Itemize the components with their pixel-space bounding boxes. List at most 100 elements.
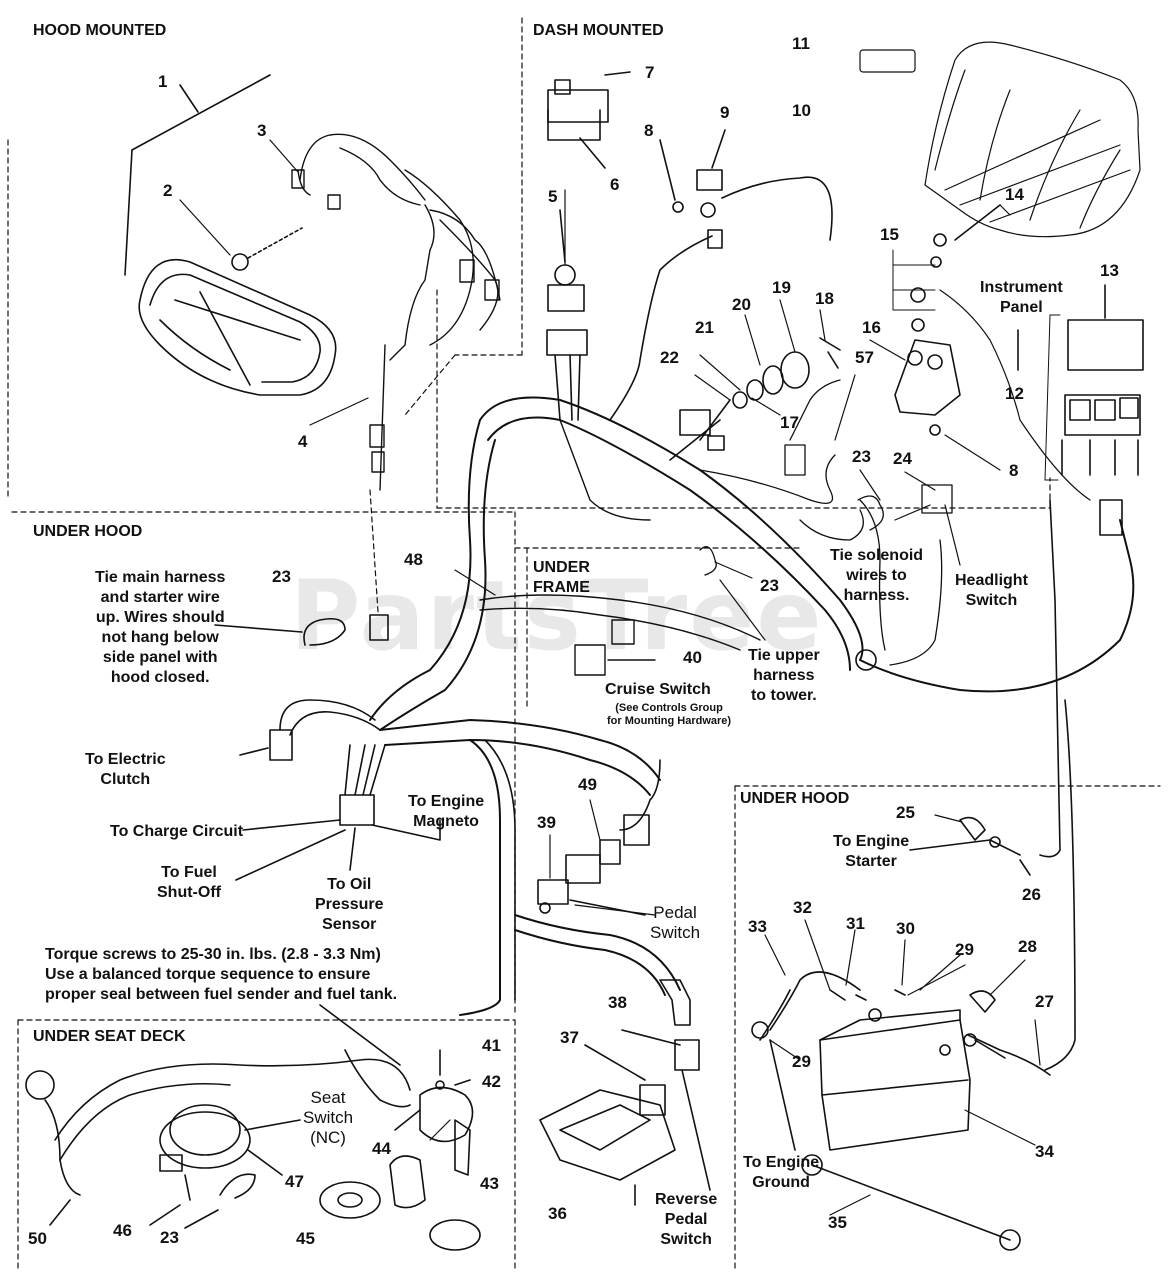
- interlock-switch: [609, 129, 833, 421]
- watermark: PartsTree: [290, 560, 824, 672]
- note-cruise-hardware: (See Controls Group for Mounting Hardwar…: [607, 702, 732, 727]
- part-number-9: 9: [720, 103, 730, 122]
- part-number-43: 43: [480, 1174, 499, 1193]
- part-number-37: 37: [560, 1028, 579, 1047]
- part-number-30: 30: [896, 919, 915, 938]
- part-number-8b: 8: [1009, 461, 1019, 480]
- part-number-29b: 29: [792, 1052, 811, 1071]
- part-number-49: 49: [578, 775, 597, 794]
- main-harness: [369, 396, 1135, 1016]
- part-number-44: 44: [372, 1139, 391, 1158]
- part-number-19: 19: [772, 278, 791, 297]
- part-number-22: 22: [660, 348, 679, 367]
- headlight-housing: [138, 227, 337, 396]
- battery-area: [751, 499, 1076, 1251]
- part-number-38: 38: [608, 993, 627, 1012]
- part-number-23d: 23: [160, 1228, 179, 1247]
- part-number-42: 42: [482, 1072, 501, 1091]
- cruise-branch: [479, 594, 761, 676]
- part-number-15: 15: [880, 225, 899, 244]
- hood-harness: [291, 133, 501, 491]
- section-under-frame: UNDER FRAME: [533, 559, 590, 596]
- section-under-hood-left: UNDER HOOD: [33, 523, 143, 540]
- leader-lines: [179, 139, 1041, 1216]
- under-seat-deck: [25, 1004, 481, 1251]
- part-number-40: 40: [683, 648, 702, 667]
- part-number-33: 33: [748, 917, 767, 936]
- label-to-fuel-shutoff: To Fuel Shut-Off: [157, 864, 221, 901]
- part-number-28: 28: [1018, 937, 1037, 956]
- instrument-panel: [1017, 284, 1144, 536]
- label-seat-switch: Seat Switch (NC): [303, 1088, 354, 1147]
- part-number-24: 24: [893, 449, 912, 468]
- label-cruise-switch: Cruise Switch: [605, 681, 711, 698]
- part-number-25: 25: [896, 803, 915, 822]
- label-headlight-switch: Headlight Switch: [955, 572, 1028, 609]
- label-tie-upper-harness: Tie upper harness to tower.: [748, 647, 820, 704]
- part-number-14: 14: [1005, 185, 1024, 204]
- label-to-oil-pressure-sensor: To Oil Pressure Sensor: [315, 876, 384, 933]
- part-number-1: 1: [158, 72, 168, 91]
- part-number-35: 35: [828, 1213, 847, 1232]
- part-number-27: 27: [1035, 992, 1054, 1011]
- part-number-45: 45: [296, 1229, 315, 1248]
- part-number-23c: 23: [760, 576, 779, 595]
- part-number-39: 39: [537, 813, 556, 832]
- ignition-parts: [669, 337, 841, 461]
- part-number-20: 20: [732, 295, 751, 314]
- part-number-32: 32: [793, 898, 812, 917]
- part-number-21: 21: [695, 318, 714, 337]
- part-number-18: 18: [815, 289, 834, 308]
- part-number-31: 31: [846, 914, 865, 933]
- label-to-electric-clutch: To Electric Clutch: [85, 751, 166, 788]
- section-under-seat-deck: UNDER SEAT DECK: [33, 1028, 186, 1045]
- label-instrument-panel: Instrument Panel: [980, 279, 1063, 316]
- part-number-29a: 29: [955, 940, 974, 959]
- label-reverse-pedal-switch: Reverse Pedal Switch: [655, 1191, 718, 1248]
- section-dash-mounted: DASH MOUNTED: [533, 22, 664, 39]
- label-to-engine-ground: To Engine Ground: [743, 1154, 820, 1191]
- part-number-2: 2: [163, 181, 173, 200]
- part-number-7: 7: [645, 63, 655, 82]
- item1-bracket: [124, 74, 271, 276]
- part-number-48: 48: [404, 550, 423, 569]
- section-hood-mounted: HOOD MOUNTED: [33, 22, 167, 39]
- label-tie-solenoid-wires: Tie solenoid wires to harness.: [830, 547, 924, 604]
- dash-wires: [699, 379, 953, 666]
- label-to-engine-magneto: To Engine Magneto: [408, 793, 485, 830]
- part-number-4: 4: [298, 432, 308, 451]
- part-number-3: 3: [257, 121, 267, 140]
- pto-switch: [546, 209, 588, 421]
- dash-panel: [859, 41, 1141, 238]
- section-under-hood-right: UNDER HOOD: [740, 790, 850, 807]
- label-pedal-switch: Pedal Switch: [650, 903, 701, 942]
- under-hood-left: [214, 614, 441, 881]
- part-number-23b: 23: [852, 447, 871, 466]
- reverse-switch: [539, 1029, 711, 1206]
- key-switch: [547, 71, 631, 169]
- part-number-11: 11: [792, 34, 810, 53]
- part-number-8a: 8: [644, 121, 654, 140]
- label-to-charge-circuit: To Charge Circuit: [110, 823, 244, 840]
- part-number-13: 13: [1100, 261, 1119, 280]
- solenoid: [892, 204, 1091, 501]
- part-number-50: 50: [28, 1229, 47, 1248]
- section-dividers: [7, 17, 1161, 1269]
- part-number-17: 17: [780, 413, 799, 432]
- part-number-36: 36: [548, 1204, 567, 1223]
- part-number-6: 6: [610, 175, 620, 194]
- note-torque: Torque screws to 25-30 in. lbs. (2.8 - 3…: [45, 946, 398, 1003]
- part-number-57: 57: [855, 348, 874, 367]
- note-tie-main-harness: Tie main harness and starter wire up. Wi…: [95, 569, 226, 686]
- part-number-5: 5: [548, 187, 558, 206]
- label-to-engine-starter: To Engine Starter: [833, 833, 910, 870]
- part-number-23a: 23: [272, 567, 291, 586]
- part-number-34: 34: [1035, 1142, 1054, 1161]
- part-number-41: 41: [482, 1036, 501, 1055]
- part-number-10: 10: [792, 101, 811, 120]
- part-number-46: 46: [113, 1221, 132, 1240]
- part-number-26: 26: [1022, 885, 1041, 904]
- part-number-16: 16: [862, 318, 881, 337]
